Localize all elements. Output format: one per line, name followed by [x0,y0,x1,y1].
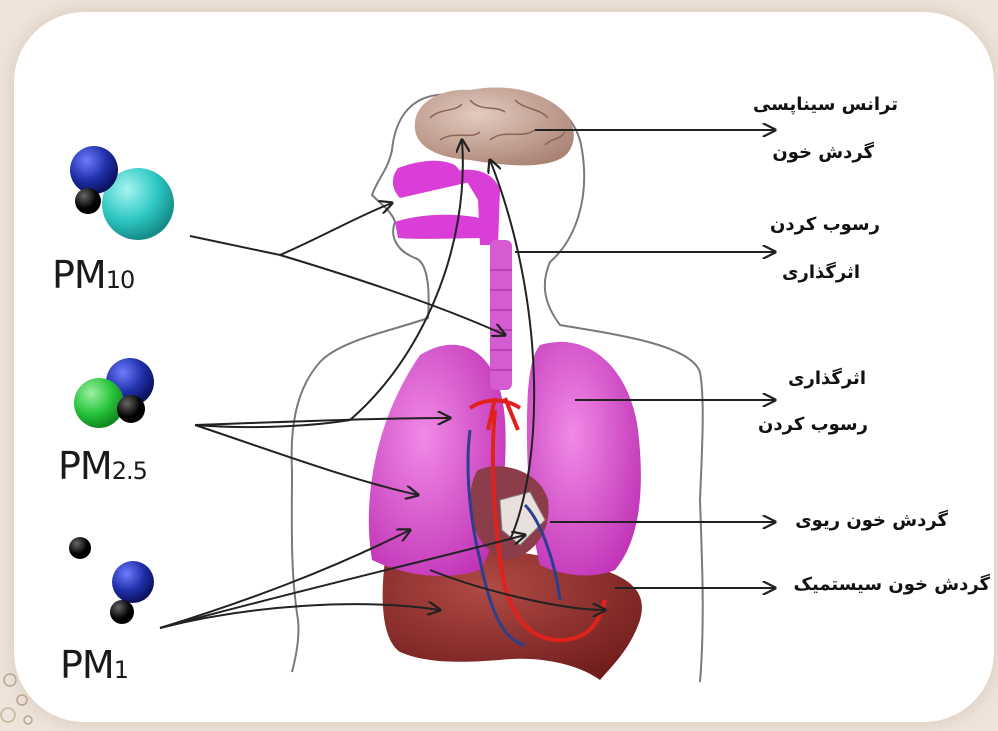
pulmonary-label: گردش خون ریوی [795,510,948,532]
lung-label-line2: رسوب کردن [758,414,868,436]
mouth-airway [395,215,488,239]
pm10-particle-icon [70,146,174,240]
pm10-arrow-airway [280,255,505,335]
pm25-particle-icon [74,358,154,428]
systemic-label: گردش خون سیستمیک [794,574,990,596]
airway-label-line2: اثرگذاری [782,262,860,284]
pm25-label: PM2.5 [58,447,147,485]
brain-label-line2: گردش خون [772,142,874,164]
pm1-particle-icon [69,537,154,624]
trachea [490,240,512,390]
brain [415,87,574,165]
pm10-label: PM10 [52,256,134,294]
lung-label-line1: اثرگذاری [788,368,866,390]
pm10-arrow-nose [190,203,392,255]
nasal-cavity [393,161,470,198]
pm1-label: PM1 [60,646,128,684]
airway-label-line1: رسوب کردن [770,214,880,236]
brain-label-line1: ترانس سیناپسی [753,94,898,116]
